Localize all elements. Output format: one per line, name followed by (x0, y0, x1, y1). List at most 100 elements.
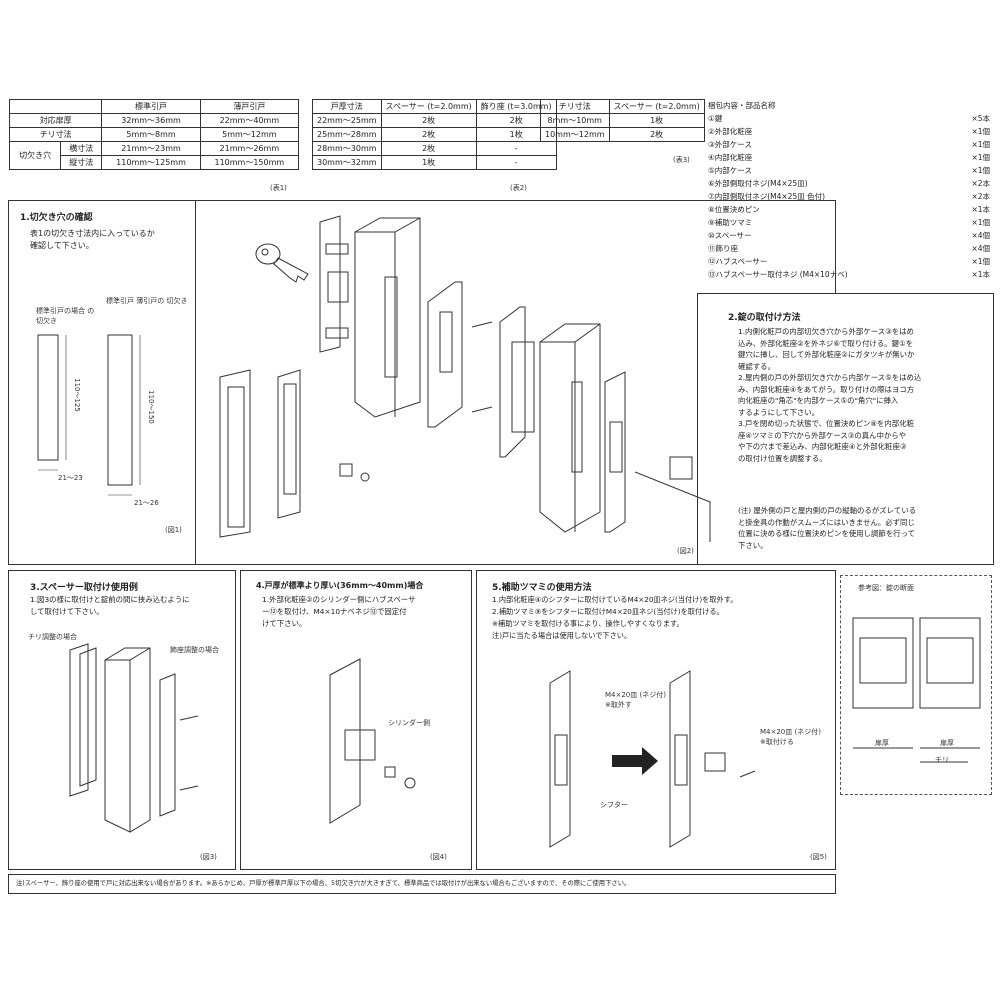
part-quantity: ×1個 (971, 153, 990, 162)
parts-list-item: ⑬ハブスペーサー取付ネジ (M4×10ナベ)×1本 (708, 268, 990, 281)
outer-escutcheon (329, 658, 361, 824)
part-quantity: ×1個 (971, 166, 990, 175)
part-name: ⑪飾り座 (708, 244, 738, 253)
section-1-title: 1.切欠き穴の確認 (20, 213, 93, 223)
part-name: ⑥外部側取付ネジ(M4×25皿) (708, 179, 808, 188)
parts-list-item: ⑤内部ケース ×1個 (708, 164, 990, 177)
section-3-frame (8, 570, 236, 870)
auxiliary-knob (704, 752, 726, 772)
inner-escutcheon (427, 281, 463, 428)
table-1-header: 標準引戸 (101, 99, 201, 114)
exploded-lock-diagram (219, 215, 711, 542)
outer-escutcheon (319, 215, 349, 353)
part-name: ⑫ハブスペーサー (708, 257, 768, 266)
parts-list-item: ⑫ハブスペーサー ×1個 (708, 255, 990, 268)
table-3-header: スペーサー (t=2.0mm) (608, 99, 705, 114)
table-2-cell: 2枚 (380, 141, 477, 156)
positioning-pin (634, 471, 711, 542)
table-1-header: 薄戸引戸 (199, 99, 300, 114)
table-1-cell: 5mm〜12mm (199, 127, 300, 142)
cylinder-block (344, 729, 376, 761)
part-quantity: ×1本 (971, 205, 990, 214)
section-4-body: 1.外部化粧座②のシリンダー側にハブスペーサ ー⑫を取付け、M4×10ナベネジ⑬… (262, 594, 467, 630)
figure-4-caption: (図4) (430, 853, 447, 861)
hub-spacer (339, 463, 353, 477)
table-1-cell: 対応扉厚 (8, 113, 103, 128)
spacer-plate (79, 647, 97, 787)
screw-icon (471, 321, 493, 328)
parts-list-item: ②外部化粧座×1個 (708, 125, 990, 138)
section-5-title: 5.補助ツマミの使用方法 (492, 583, 592, 593)
section-4-line: ー⑫を取付け、M4×10ナベネジ⑬で固定付 (262, 607, 407, 616)
part-quantity: ×4個 (971, 231, 990, 240)
table-2-cell: 28mm〜30mm (312, 141, 382, 156)
section-1-line: 確認して下さい。 (30, 241, 94, 250)
section-2-frame (697, 293, 994, 565)
parts-list-item: ③外部ケース×1個 (708, 138, 990, 151)
hub-screw (360, 472, 370, 482)
table-1-header (8, 99, 103, 114)
screw-label: M4×20皿 (ネジ付) (605, 691, 666, 699)
parts-list-item: ⑧位置決めピン ×1本 (708, 203, 990, 216)
figure-1-caption: (図1) (165, 526, 182, 534)
section-5-line: 1.内部化粧座④のシフターに取付けているM4×20皿ネジ(当付け)を取外す。 (492, 595, 738, 604)
door-case (539, 323, 601, 533)
label-door-thickness-a: 扉厚 (875, 739, 889, 747)
section-2-body: 1.内側化粧戸の内部切欠き穴から外部ケース③をはめ 込み、外部化粧座②を外ネジ⑥… (738, 326, 988, 464)
part-quantity: ×4個 (971, 244, 990, 253)
section-2-line: 2.屋内側の戸の外部切欠き穴から内部ケース⑤をはめ込 (738, 373, 922, 382)
section-1-body: 表1の切欠き寸法内に入っているか 確認して下さい。 (30, 228, 200, 252)
table-1-cell: 22mm〜40mm (199, 113, 300, 128)
table-1-cell: 縦寸法 (60, 155, 103, 170)
section-2-line: するようにして下さい。 (738, 407, 820, 417)
shifter-label: シフター (600, 801, 628, 809)
cutout-label-thin: 標準引戸 薄引戸の 切欠き (106, 297, 188, 305)
parts-list-item: ⑩スペーサー×4個 (708, 229, 990, 242)
part-name: ④内部化粧座 (708, 153, 753, 162)
section-2-line: や下の穴まで差込み、内部化粧座④と外部化粧座③ (738, 442, 907, 451)
table-2-header: スペーサー (t=2.0mm) (380, 99, 477, 114)
section-2-line: の取付け位置を調整する。 (738, 453, 827, 463)
cross-section-diagram (852, 617, 981, 763)
table-1-cell: 21mm〜23mm (101, 141, 201, 156)
part-name: ⑤内部ケース (708, 166, 752, 175)
section-2-line: 向化粧座の"角芯"を内部ケース⑤の"角穴"に挿入 (738, 396, 899, 405)
section-1-divider (195, 200, 196, 565)
part-quantity: ×1個 (971, 218, 990, 227)
inner-escutcheon-after (669, 670, 691, 848)
inner-escutcheon-before (549, 670, 571, 848)
section-5-line: ※補助ツマミを取付ける事により、操作しやすくなります。 (492, 619, 684, 628)
table-2-header: 戸厚寸法 (312, 99, 382, 114)
lock-body-right (926, 637, 974, 684)
part-quantity: ×1個 (971, 257, 990, 266)
reference-title: 参考図：錠の断面 (858, 584, 914, 592)
section-2-line: 込み、外部化粧座②を外ネジ⑥で取り付ける。鍵①を (738, 338, 914, 348)
inner-escutcheon-right (604, 371, 626, 533)
shifter (554, 734, 568, 786)
table-2-cell: 2枚 (380, 113, 477, 128)
table-1-cell: 110mm〜125mm (101, 155, 201, 170)
attach-label: ※取付ける (760, 738, 794, 746)
screw-icon (471, 406, 493, 413)
auxiliary-knob (669, 456, 693, 480)
table-3-cell: 1枚 (608, 113, 705, 128)
part-quantity: ×5本 (971, 114, 990, 123)
table-3-header: チリ寸法 (540, 99, 610, 114)
outer-case (354, 217, 421, 418)
footnote: 注)スペーサー、飾り座の使用で戸に対応出来ない場合があります。※あらかじめ、戸厚… (16, 880, 631, 887)
table-1-cell: 横寸法 (60, 141, 103, 156)
section-5-line: 注)戸に当たる場合は使用しないで下さい。 (492, 631, 632, 640)
hub-screw (404, 777, 416, 789)
figure-5-caption: (図5) (810, 853, 827, 861)
part-name: ⑧位置決めピン (708, 205, 760, 214)
table-3-caption: (表3) (673, 156, 690, 164)
shifter (674, 734, 688, 786)
table-1-cell: 5mm〜8mm (101, 127, 201, 142)
part-name: ⑬ハブスペーサー取付ネジ (M4×10ナベ) (708, 270, 848, 279)
arrow-right-icon (612, 747, 658, 775)
section-2-line: 確認する。 (738, 361, 775, 371)
section-2-line: 3.戸を閉め切った状態で、位置決めピン⑧を内部化粧 (738, 419, 914, 428)
section-3-body: 1.図3の様に取付けと錠前の間に挟み込むように して取付けて下さい。 (30, 594, 230, 618)
